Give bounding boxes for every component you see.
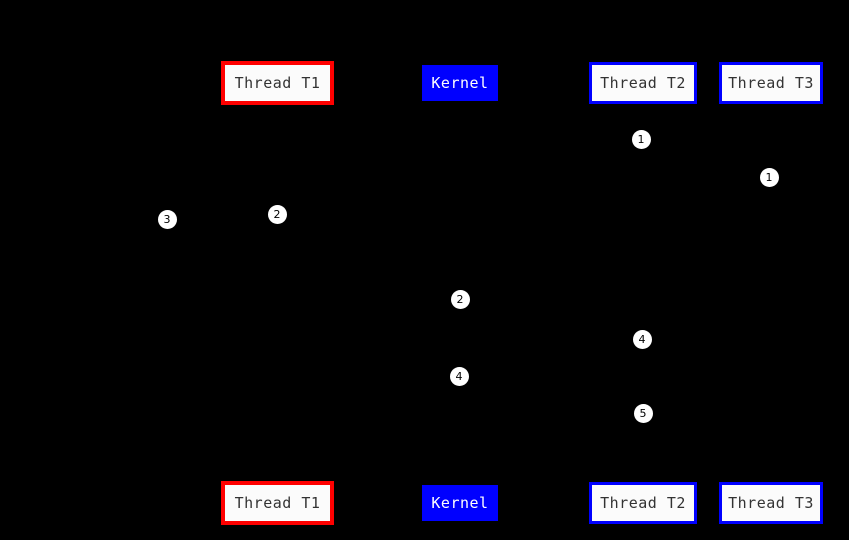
participant-label: Kernel — [431, 493, 489, 512]
step-marker: 5 — [633, 403, 653, 423]
participant-footer-thread-t3[interactable]: Thread T3 — [719, 482, 823, 524]
participant-label: Kernel — [431, 73, 489, 92]
step-marker: 4 — [632, 329, 652, 349]
lifeline-t2 — [643, 105, 644, 481]
lifeline-t1 — [277, 105, 278, 481]
lifeline-t3 — [771, 105, 772, 481]
message-arrow-6 — [277, 376, 460, 377]
message-arrow-5 — [460, 339, 643, 340]
step-marker: 1 — [631, 129, 651, 149]
message-arrow-1 — [460, 138, 643, 139]
step-marker: 2 — [267, 204, 287, 224]
participant-header-kernel[interactable]: Kernel — [422, 65, 498, 101]
participant-label: Thread T1 — [234, 73, 321, 92]
participant-footer-kernel[interactable]: Kernel — [422, 485, 498, 521]
participant-label: Thread T2 — [600, 73, 686, 92]
message-arrow-2 — [460, 176, 771, 177]
message-arrow-3 — [167, 213, 277, 214]
message-arrow-4 — [277, 299, 460, 300]
participant-label: Thread T3 — [728, 493, 814, 512]
step-marker: 4 — [449, 366, 469, 386]
participant-label: Thread T2 — [600, 493, 686, 512]
participant-footer-thread-t2[interactable]: Thread T2 — [589, 482, 697, 524]
participant-header-thread-t3[interactable]: Thread T3 — [719, 62, 823, 104]
participant-label: Thread T3 — [728, 73, 814, 92]
participant-header-thread-t1[interactable]: Thread T1 — [221, 61, 334, 105]
participant-label: Thread T1 — [234, 493, 321, 512]
step-marker: 3 — [157, 209, 177, 229]
step-marker: 1 — [759, 167, 779, 187]
step-marker: 2 — [450, 289, 470, 309]
participant-footer-thread-t1[interactable]: Thread T1 — [221, 481, 334, 525]
participant-header-thread-t2[interactable]: Thread T2 — [589, 62, 697, 104]
message-arrow-7 — [460, 413, 643, 414]
